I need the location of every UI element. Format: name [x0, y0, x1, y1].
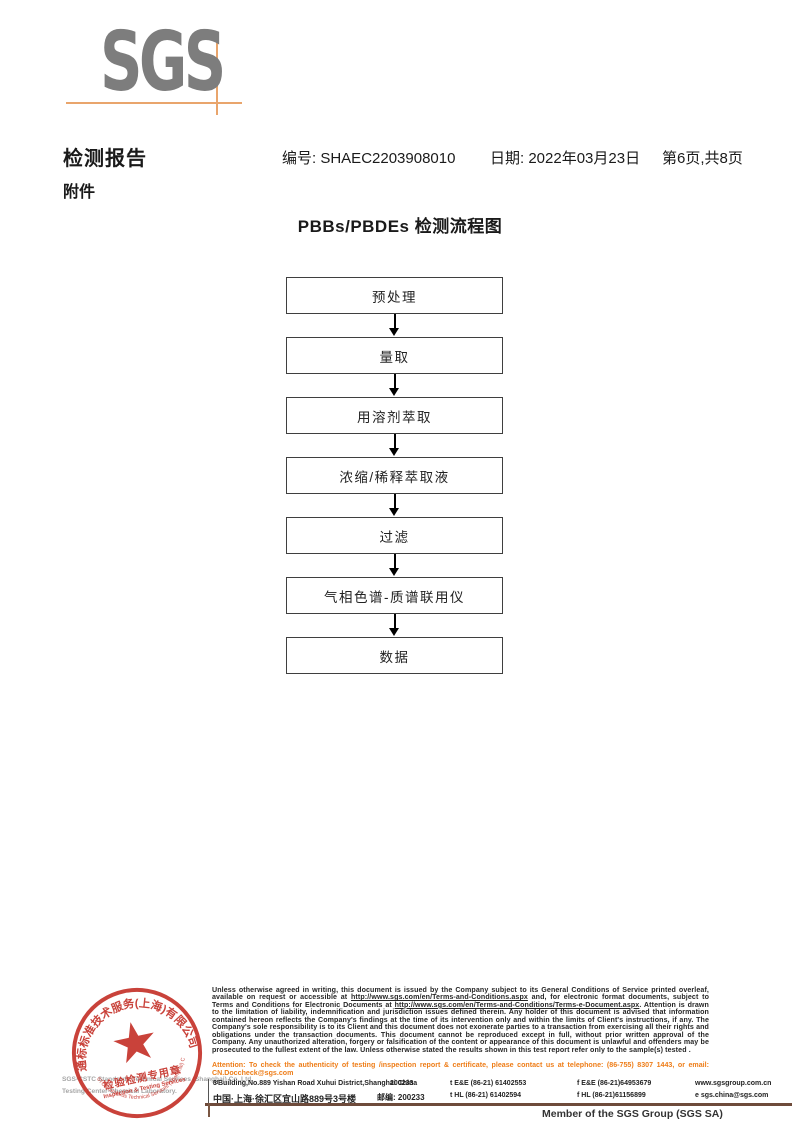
flow-step-concentrate-dilute: 浓缩/稀释萃取液	[286, 457, 503, 494]
flow-step-filter: 过滤	[286, 517, 503, 554]
report-title: 检测报告	[63, 148, 147, 170]
sgs-logo-text: SGS	[100, 15, 226, 110]
address-row-cn: 中国·上海·徐汇区宜山路889号3号楼 邮编: 200233 t HL (86-…	[213, 1092, 795, 1105]
attention-text: Attention: To check the authenticity of …	[212, 1061, 709, 1069]
logo-vertical-line	[216, 37, 218, 115]
flow-step-data: 数据	[286, 637, 503, 674]
down-arrow-icon	[286, 434, 503, 457]
phone-hl: t HL (86-21) 61402594	[450, 1092, 522, 1099]
footer-rule-tick	[208, 1103, 210, 1117]
flowchart: 预处理 量取 用溶剂萃取 浓缩/稀释萃取液 过滤 气相色谱-质谱联用仪 数据	[286, 277, 503, 674]
legal-disclaimer: Unless otherwise agreed in writing, this…	[212, 986, 710, 1054]
sgs-membership-line: Member of the SGS Group (SGS SA)	[542, 1108, 723, 1120]
report-date-value: 2022年03月23日	[528, 150, 641, 167]
page-indicator: 第6页,共8页	[662, 150, 743, 167]
doccheck-email-link[interactable]: CN.Doccheck@sgs.com	[212, 1068, 294, 1077]
postal-code-cn: 邮编: 200233	[377, 1093, 425, 1102]
email-address-link[interactable]: e sgs.china@sgs.com	[695, 1092, 769, 1099]
fax-ee: f E&E (86-21)64953679	[577, 1080, 652, 1087]
inspection-stamp-icon: 通标标准技术服务(上海)有限公司 检验检测专用章 Inspection & Te…	[55, 972, 203, 1119]
website-url[interactable]: www.sgsgroup.com.cn	[695, 1080, 772, 1087]
postal-code-en: 200233	[390, 1080, 414, 1087]
logo-horizontal-line	[66, 102, 242, 104]
report-number: 编号: SHAEC2203908010	[282, 147, 455, 168]
attention-notice: Attention: To check the authenticity of …	[212, 1061, 709, 1077]
report-date-label: 日期:	[490, 150, 525, 167]
footer-rule	[205, 1103, 792, 1106]
flow-step-pretreatment: 预处理	[286, 277, 503, 314]
flow-step-solvent-extraction: 用溶剂萃取	[286, 397, 503, 434]
flow-step-measure: 量取	[286, 337, 503, 374]
down-arrow-icon	[286, 614, 503, 637]
terms-url-link[interactable]: http://www.sgs.com/en/Terms-and-Conditio…	[350, 993, 528, 1002]
flowchart-title: PBBs/PBDEs 检测流程图	[297, 217, 503, 236]
disclaimer-text: . Attention is drawn to the limitation o…	[212, 1000, 709, 1054]
address-cn: 中国·上海·徐汇区宜山路889号3号楼	[213, 1094, 357, 1104]
fax-hl: f HL (86-21)61156899	[577, 1092, 646, 1099]
down-arrow-icon	[286, 554, 503, 577]
flow-step-gcms: 气相色谱-质谱联用仪	[286, 577, 503, 614]
attachment-label: 附件	[63, 184, 96, 201]
down-arrow-icon	[286, 494, 503, 517]
terms-e-document-url-link[interactable]: http://www.sgs.com/en/Terms-and-Conditio…	[394, 1000, 640, 1009]
report-number-label: 编号:	[282, 150, 317, 167]
laboratory-name-line: Testing Center-Chemical Laboratory.	[62, 1088, 177, 1095]
phone-ee: t E&E (86-21) 61402553	[450, 1080, 527, 1087]
disclaimer-text: Unless otherwise agreed in writing, this…	[212, 986, 709, 1002]
down-arrow-icon	[286, 374, 503, 397]
report-date: 日期: 2022年03月23日	[490, 147, 640, 168]
star-icon	[113, 1022, 154, 1064]
report-number-value: SHAEC2203908010	[320, 150, 456, 167]
disclaimer-text: and, for electronic format documents, su…	[212, 993, 710, 1009]
stamp-ring	[71, 987, 203, 1119]
address-left-divider	[208, 1079, 209, 1103]
company-name-line: SGS-CSTC Standards Technical Services (S…	[62, 1076, 254, 1083]
down-arrow-icon	[286, 314, 503, 337]
